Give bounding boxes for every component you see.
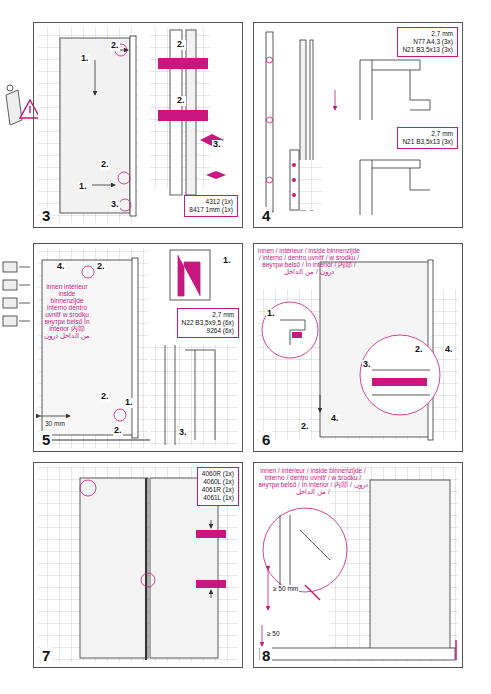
part-code: 4061L (1x) xyxy=(202,494,234,502)
callout-number: 4. xyxy=(330,414,340,424)
part-code: N22 B3,5x9,5 (6x) xyxy=(182,319,234,327)
parts-box: 2,7 mmN21 B3,5x13 (3x) xyxy=(397,127,458,149)
callout-number: 1. xyxy=(124,398,134,408)
inside-note: innen intérieur inside binnenzijde inter… xyxy=(44,283,90,339)
part-code: N21 B3,5x13 (3x) xyxy=(402,138,453,146)
step-panel: 7 4060R (1x)4060L (1x)4061R (1x)4061L (1x… xyxy=(33,462,243,668)
callout-number: 2. xyxy=(110,41,120,51)
parts-box: 4060R (1x)4060L (1x)4061R (1x)4061L (1x) xyxy=(197,467,239,506)
dimension-label: 30 mm xyxy=(44,420,66,427)
callout-number: 3. xyxy=(110,200,120,210)
step-number: 4 xyxy=(260,207,272,224)
step-number: 3 xyxy=(40,207,52,224)
callout-number: 1. xyxy=(266,309,276,319)
step-number: 5 xyxy=(40,431,52,448)
callout-number: 3. xyxy=(362,360,372,370)
inside-note: innen / intérieur / inside binnenzijde /… xyxy=(257,247,361,275)
part-code: 4060R (1x) xyxy=(202,470,234,478)
part-code: 8417 1mm (1x) xyxy=(189,206,233,214)
part-code: N21 B3,5x13 (3x) xyxy=(402,46,453,54)
callout-number: 2. xyxy=(414,345,424,355)
callout-number: 3. xyxy=(178,428,188,438)
callout-number: 2. xyxy=(113,426,123,436)
step-number: 6 xyxy=(260,431,272,448)
callout-number: 3. xyxy=(212,140,222,150)
part-code: N77 A4,3 (3x) xyxy=(402,38,453,46)
step-panel: 8 xyxy=(253,462,463,668)
part-code: 4312 (1x) xyxy=(189,198,233,206)
callout-number: 2. xyxy=(96,262,106,272)
dimension-label: ≥ 50 mm xyxy=(272,585,299,592)
parts-box: 4312 (1x)8417 1mm (1x) xyxy=(184,195,238,217)
inside-note: innen / intérieur / inside binnenzijde /… xyxy=(257,467,369,495)
part-code: 9264 (6x) xyxy=(182,327,234,335)
callout-number: 2. xyxy=(100,392,110,402)
callout-number: 4. xyxy=(444,345,454,355)
step-number: 7 xyxy=(40,647,52,664)
callout-number: 1. xyxy=(222,256,232,266)
callout-number: 1. xyxy=(80,54,90,64)
part-code: 2,7 mm xyxy=(402,30,453,38)
step-number: 8 xyxy=(260,647,272,664)
part-code: 2,7 mm xyxy=(182,311,234,319)
step-panel: 3 4312 (1x)8417 1mm (1x) xyxy=(33,22,243,228)
parts-box: 2,7 mmN22 B3,5x9,5 (6x)9264 (6x) xyxy=(177,308,239,338)
callout-number: 2. xyxy=(176,96,186,106)
callout-number: 2. xyxy=(100,160,110,170)
callout-number: 2. xyxy=(176,40,186,50)
part-code: 4060L (1x) xyxy=(202,478,234,486)
parts-box: 2,7 mmN77 A4,3 (3x)N21 B3,5x13 (3x) xyxy=(397,27,458,57)
step-panel: 42,7 mmN77 A4,3 (3x)N21 B3,5x13 (3x)2,7 … xyxy=(253,22,463,228)
callout-number: 1. xyxy=(78,182,88,192)
callout-number: 4. xyxy=(56,262,66,272)
callout-number: 2. xyxy=(300,422,310,432)
part-code: 4061R (1x) xyxy=(202,486,234,494)
part-code: 2,7 mm xyxy=(402,130,453,138)
dimension-label: ≥ 50 xyxy=(266,630,281,637)
